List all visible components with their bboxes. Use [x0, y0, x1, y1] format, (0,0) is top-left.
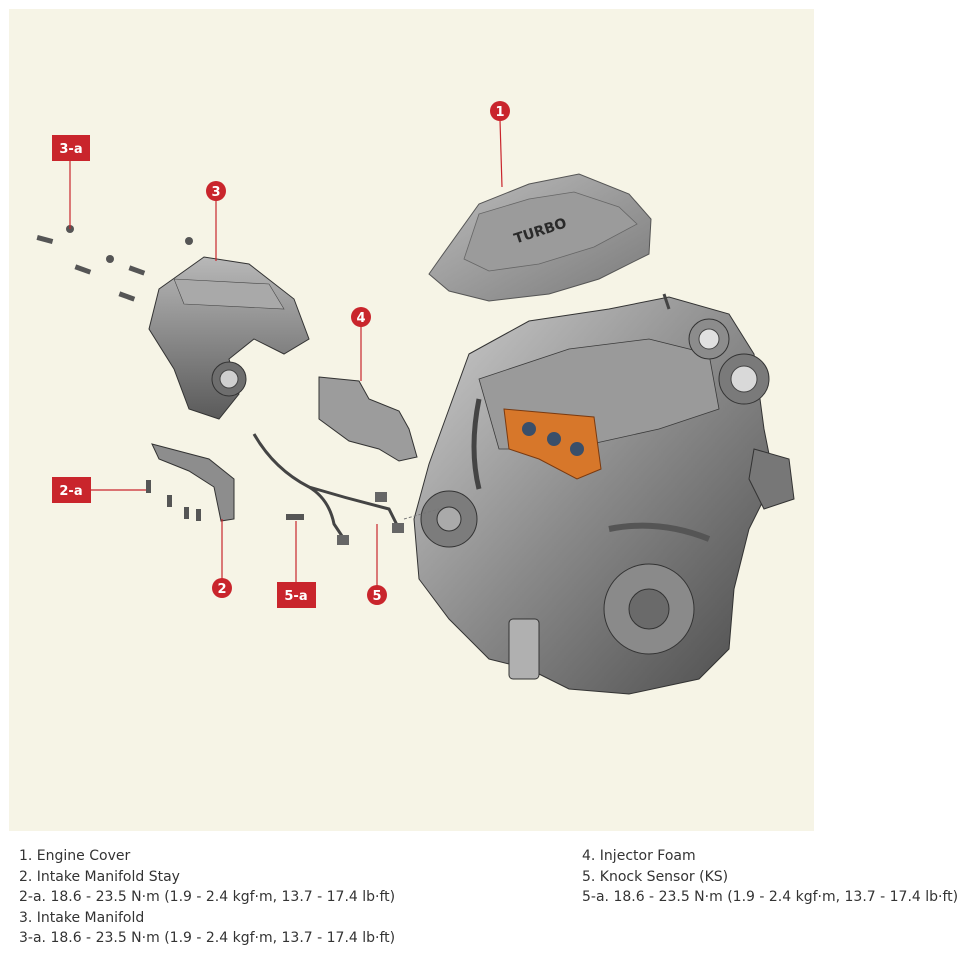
callout-5: 5	[367, 585, 387, 605]
legend-item-intake-manifold: 3. Intake Manifold	[19, 909, 145, 926]
engine-cover: TURBO	[428, 173, 652, 302]
legend-item-torque-5a: 5-a. 18.6 - 23.5 N·m (1.9 - 2.4 kgf·m, 1…	[582, 889, 958, 905]
knock-sensor-harness	[252, 433, 440, 545]
callout-1: 1	[490, 101, 510, 121]
callout-5a: 5-a	[277, 582, 316, 608]
callout-5a-label: 5-a	[284, 589, 307, 604]
callout-1-number: 1	[495, 105, 504, 120]
callout-2: 2	[212, 578, 232, 598]
legend-item-engine-cover: 1. Engine Cover	[19, 848, 131, 864]
callout-3a: 3-a	[52, 135, 90, 161]
callout-2a: 2-a	[52, 477, 91, 503]
callout-2a-label: 2-a	[59, 484, 82, 499]
callout-5-number: 5	[372, 589, 381, 604]
legend-item-intake-manifold-stay: 2. Intake Manifold Stay	[19, 868, 180, 885]
legend-item-knock-sensor: 5. Knock Sensor (KS)	[582, 868, 729, 885]
callout-3: 3	[206, 181, 226, 201]
legend-item-torque-2a: 2-a. 18.6 - 23.5 N·m (1.9 - 2.4 kgf·m, 1…	[19, 889, 396, 905]
legend-item-injector-foam: 4. Injector Foam	[582, 848, 696, 864]
callout-2-number: 2	[217, 582, 226, 597]
callout-4-number: 4	[356, 311, 365, 326]
legend-item-torque-3a: 3-a. 18.6 - 23.5 N·m (1.9 - 2.4 kgf·m, 1…	[19, 930, 396, 946]
callout-4: 4	[351, 307, 371, 327]
intake-manifold-stay	[151, 443, 235, 522]
bolts-3a	[36, 225, 193, 302]
callout-3-number: 3	[211, 185, 220, 200]
engine-assembly	[413, 293, 795, 695]
intake-manifold	[148, 256, 310, 420]
bolt-5a	[286, 514, 304, 520]
legend-right-column: 4. Injector Foam 5. Knock Sensor (KS) 5-…	[582, 846, 958, 908]
diagram-artwork: TURBO	[36, 101, 795, 695]
exploded-engine-diagram: TURBO	[9, 9, 814, 831]
callout-3a-label: 3-a	[59, 142, 82, 157]
legend-left-column: 1. Engine Cover 2. Intake Manifold Stay …	[19, 846, 395, 949]
injector-foam	[318, 376, 418, 462]
bolts-2a	[146, 480, 201, 521]
